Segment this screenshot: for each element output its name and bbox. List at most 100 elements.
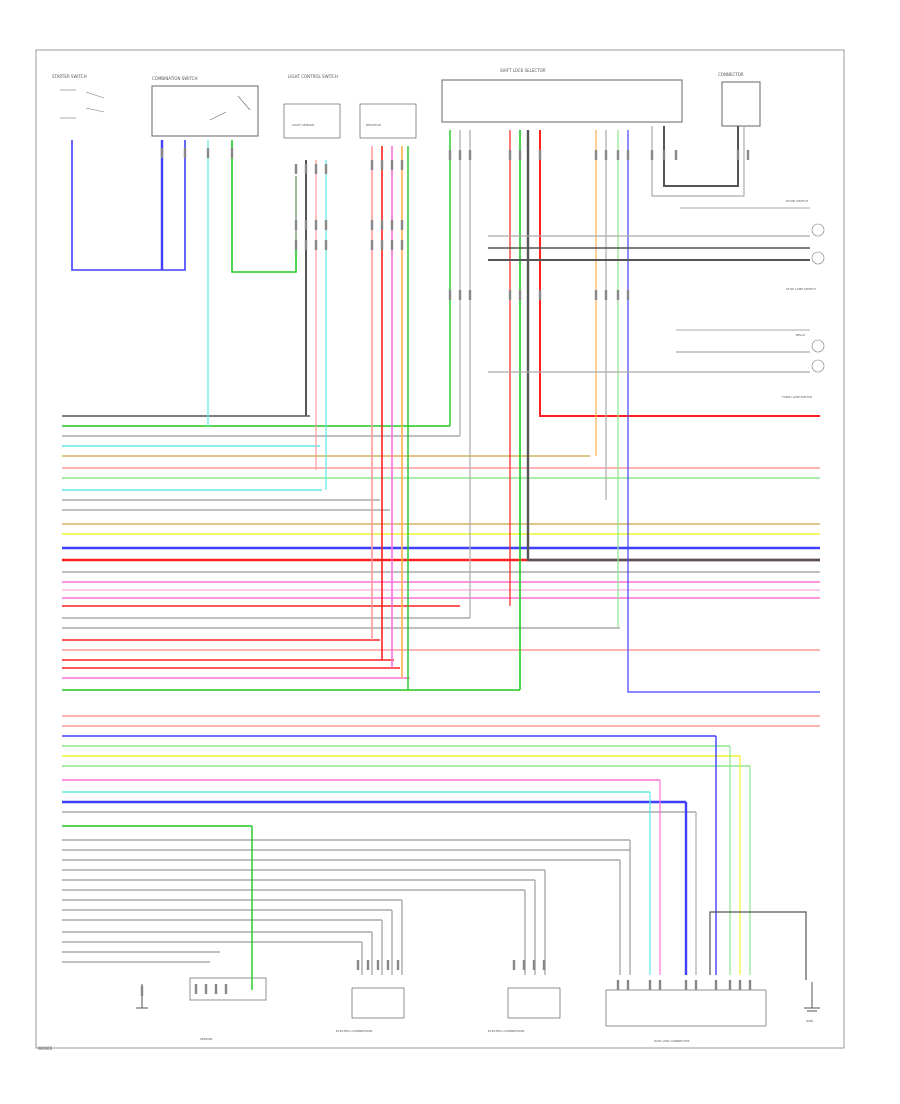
connector-pin: [616, 980, 620, 990]
connector-pin: [508, 150, 512, 160]
connector-pins: [140, 148, 752, 996]
connector-pin: [380, 240, 384, 250]
right-relay-symbols: [811, 223, 825, 373]
connector-pin: [370, 220, 374, 230]
data-link-label: DATA LINK CONNECTOR: [654, 1039, 690, 1043]
connector-pin: [140, 986, 144, 996]
connector-pin: [314, 240, 318, 250]
connector-pin: [694, 980, 698, 990]
wire-91: [539, 130, 820, 417]
ground-symbol: GND: [804, 982, 820, 1023]
light-sensor-label: LIGHT SENSOR: [292, 123, 314, 127]
top-right-connector: CONNECTOR: [718, 72, 761, 127]
connector-pin: [370, 240, 374, 250]
data-link-connector: DATA LINK CONNECTOR: [605, 989, 767, 1043]
connector-pin: [194, 984, 198, 994]
shift-lock-selector: SHIFT LOCK SELECTOR: [441, 68, 683, 123]
connector-pin: [390, 220, 394, 230]
diagram-frame: [35, 49, 845, 1049]
connector-pin: [314, 220, 318, 230]
connector-pin: [468, 150, 472, 160]
stop-lamp-switch-label: STOP LAMP SWITCH: [786, 287, 816, 291]
connector-pin: [390, 160, 394, 170]
connector-pin: [324, 220, 328, 230]
connector-pin: [728, 980, 732, 990]
door-switch-label: DOOR SWITCH: [786, 199, 808, 203]
connector-pin: [616, 290, 620, 300]
wire-74: [231, 140, 297, 273]
compressor-left-label: ELECTRIC COMPRESSOR: [336, 1029, 373, 1033]
shift-selector-label: SHIFT LOCK SELECTOR: [500, 68, 546, 73]
connector-pin: [648, 980, 652, 990]
combination-switch: COMBINATION SWITCH: [151, 76, 259, 137]
connector-pin: [748, 980, 752, 990]
turn-lamp-switch-label: TURN LAMP SWITCH: [781, 395, 812, 399]
connector-pin: [684, 980, 688, 990]
bottom-left-sensor-label: SENSOR: [200, 1037, 212, 1041]
connector-pin: [626, 290, 630, 300]
wire-72: [71, 140, 186, 271]
connector-pin: [626, 150, 630, 160]
light-control-switch-label: LIGHT CONTROL SWITCH: [288, 74, 338, 79]
connector-pin: [206, 148, 210, 158]
wire-90: [526, 130, 820, 562]
connector-pin: [738, 980, 742, 990]
connector-pin: [400, 240, 404, 250]
connector-pin: [662, 150, 666, 160]
connector-pin: [400, 220, 404, 230]
light-control-switch: LIGHT CONTROL SWITCH LIGHT SENSOR RESIST…: [283, 74, 417, 139]
resistor-label: RESISTOR: [366, 123, 381, 127]
connector-pin: [616, 150, 620, 160]
connector-pin: [204, 984, 208, 994]
connector-pin: [183, 148, 187, 158]
compressor-left: ELECTRIC COMPRESSOR: [336, 987, 405, 1033]
wire-71: [709, 911, 807, 980]
connector-pin: [604, 290, 608, 300]
connector-pin: [532, 960, 536, 970]
connector-pin: [538, 150, 542, 160]
connector-pin: [626, 980, 630, 990]
top-left-switch: STARTER SWITCH: [52, 74, 105, 119]
connector-pin: [508, 290, 512, 300]
connector-pin: [674, 150, 678, 160]
connector-top-right-label: CONNECTOR: [718, 72, 744, 77]
wire-harness: [62, 126, 820, 990]
connector-pin: [468, 290, 472, 300]
connector-pin: [604, 150, 608, 160]
connector-pin: [366, 960, 370, 970]
connector-pin: [512, 960, 516, 970]
wire-96: [651, 126, 745, 197]
connector-pin: [594, 290, 598, 300]
connector-pin: [542, 960, 546, 970]
reference-code: W0000: [38, 1046, 53, 1051]
connector-pin: [160, 148, 164, 158]
connector-pin: [448, 290, 452, 300]
connector-pin: [458, 290, 462, 300]
connector-pin: [518, 290, 522, 300]
connector-pin: [386, 960, 390, 970]
top-left-switch-label: STARTER SWITCH: [52, 74, 87, 79]
connector-pin: [294, 220, 298, 230]
connector-pin: [230, 148, 234, 158]
connector-pin: [594, 150, 598, 160]
connector-pin: [356, 960, 360, 970]
ground-label: GND: [806, 1019, 814, 1023]
connector-pin: [518, 150, 522, 160]
bottom-left-sensor: SENSOR: [189, 977, 267, 1041]
connector-pin: [314, 164, 318, 174]
connector-pin: [538, 290, 542, 300]
compressor-right-label: ELECTRIC COMPRESSOR: [488, 1029, 525, 1033]
connector-pin: [746, 150, 750, 160]
connector-pin: [376, 960, 380, 970]
connector-pin: [304, 220, 308, 230]
connector-pin: [658, 980, 662, 990]
connector-pin: [370, 160, 374, 170]
connector-pin: [714, 980, 718, 990]
connector-pin: [458, 150, 462, 160]
connector-pin: [448, 150, 452, 160]
connector-pin: [396, 960, 400, 970]
wire-95: [627, 130, 820, 693]
connector-pin: [736, 150, 740, 160]
connector-pin: [324, 164, 328, 174]
